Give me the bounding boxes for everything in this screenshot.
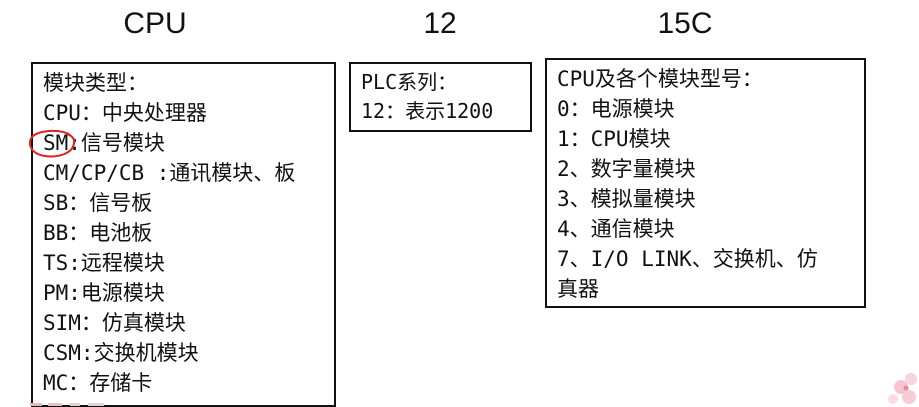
heading-cpu: CPU (110, 4, 200, 44)
module-model-0: 0：电源模块 (557, 94, 854, 124)
module-type-sb: SB：信号板 (43, 188, 324, 218)
module-model-7: 7、I/O LINK、交换机、仿 (557, 244, 854, 274)
module-type-cm-cp-cb: CM/CP/CB :通讯模块、板 (43, 158, 324, 188)
plc-series-12: 12：表示1200 (361, 97, 520, 126)
module-type-csm: CSM:交换机模块 (43, 338, 324, 368)
module-model-7-cont: 真器 (557, 274, 854, 304)
module-models-title: CPU及各个模块型号： (557, 64, 854, 94)
module-type-sim: SIM：仿真模块 (43, 308, 324, 338)
heading-15c: 15C (640, 4, 730, 44)
module-type-sm: SM:信号模块 (43, 128, 324, 158)
heading-12: 12 (405, 4, 475, 44)
module-type-pm: PM:电源模块 (43, 278, 324, 308)
plc-series-title: PLC系列： (361, 68, 520, 97)
plc-series-box: PLC系列： 12：表示1200 (349, 62, 532, 132)
module-type-cpu: CPU：中央处理器 (43, 98, 324, 128)
module-type-ts: TS:远程模块 (43, 248, 324, 278)
module-model-3: 3、模拟量模块 (557, 184, 854, 214)
module-model-1: 1：CPU模块 (557, 124, 854, 154)
module-types-title: 模块类型： (43, 68, 324, 98)
module-type-bb: BB：电池板 (43, 218, 324, 248)
module-model-4: 4、通信模块 (557, 214, 854, 244)
module-type-mc: MC：存储卡 (43, 368, 324, 398)
module-model-2: 2、数字量模块 (557, 154, 854, 184)
module-models-box: CPU及各个模块型号： 0：电源模块 1：CPU模块 2、数字量模块 3、模拟量… (545, 58, 866, 308)
module-types-box: 模块类型： CPU：中央处理器 SM:信号模块 CM/CP/CB :通讯模块、板… (31, 62, 336, 407)
flower-decoration-icon (859, 357, 919, 407)
